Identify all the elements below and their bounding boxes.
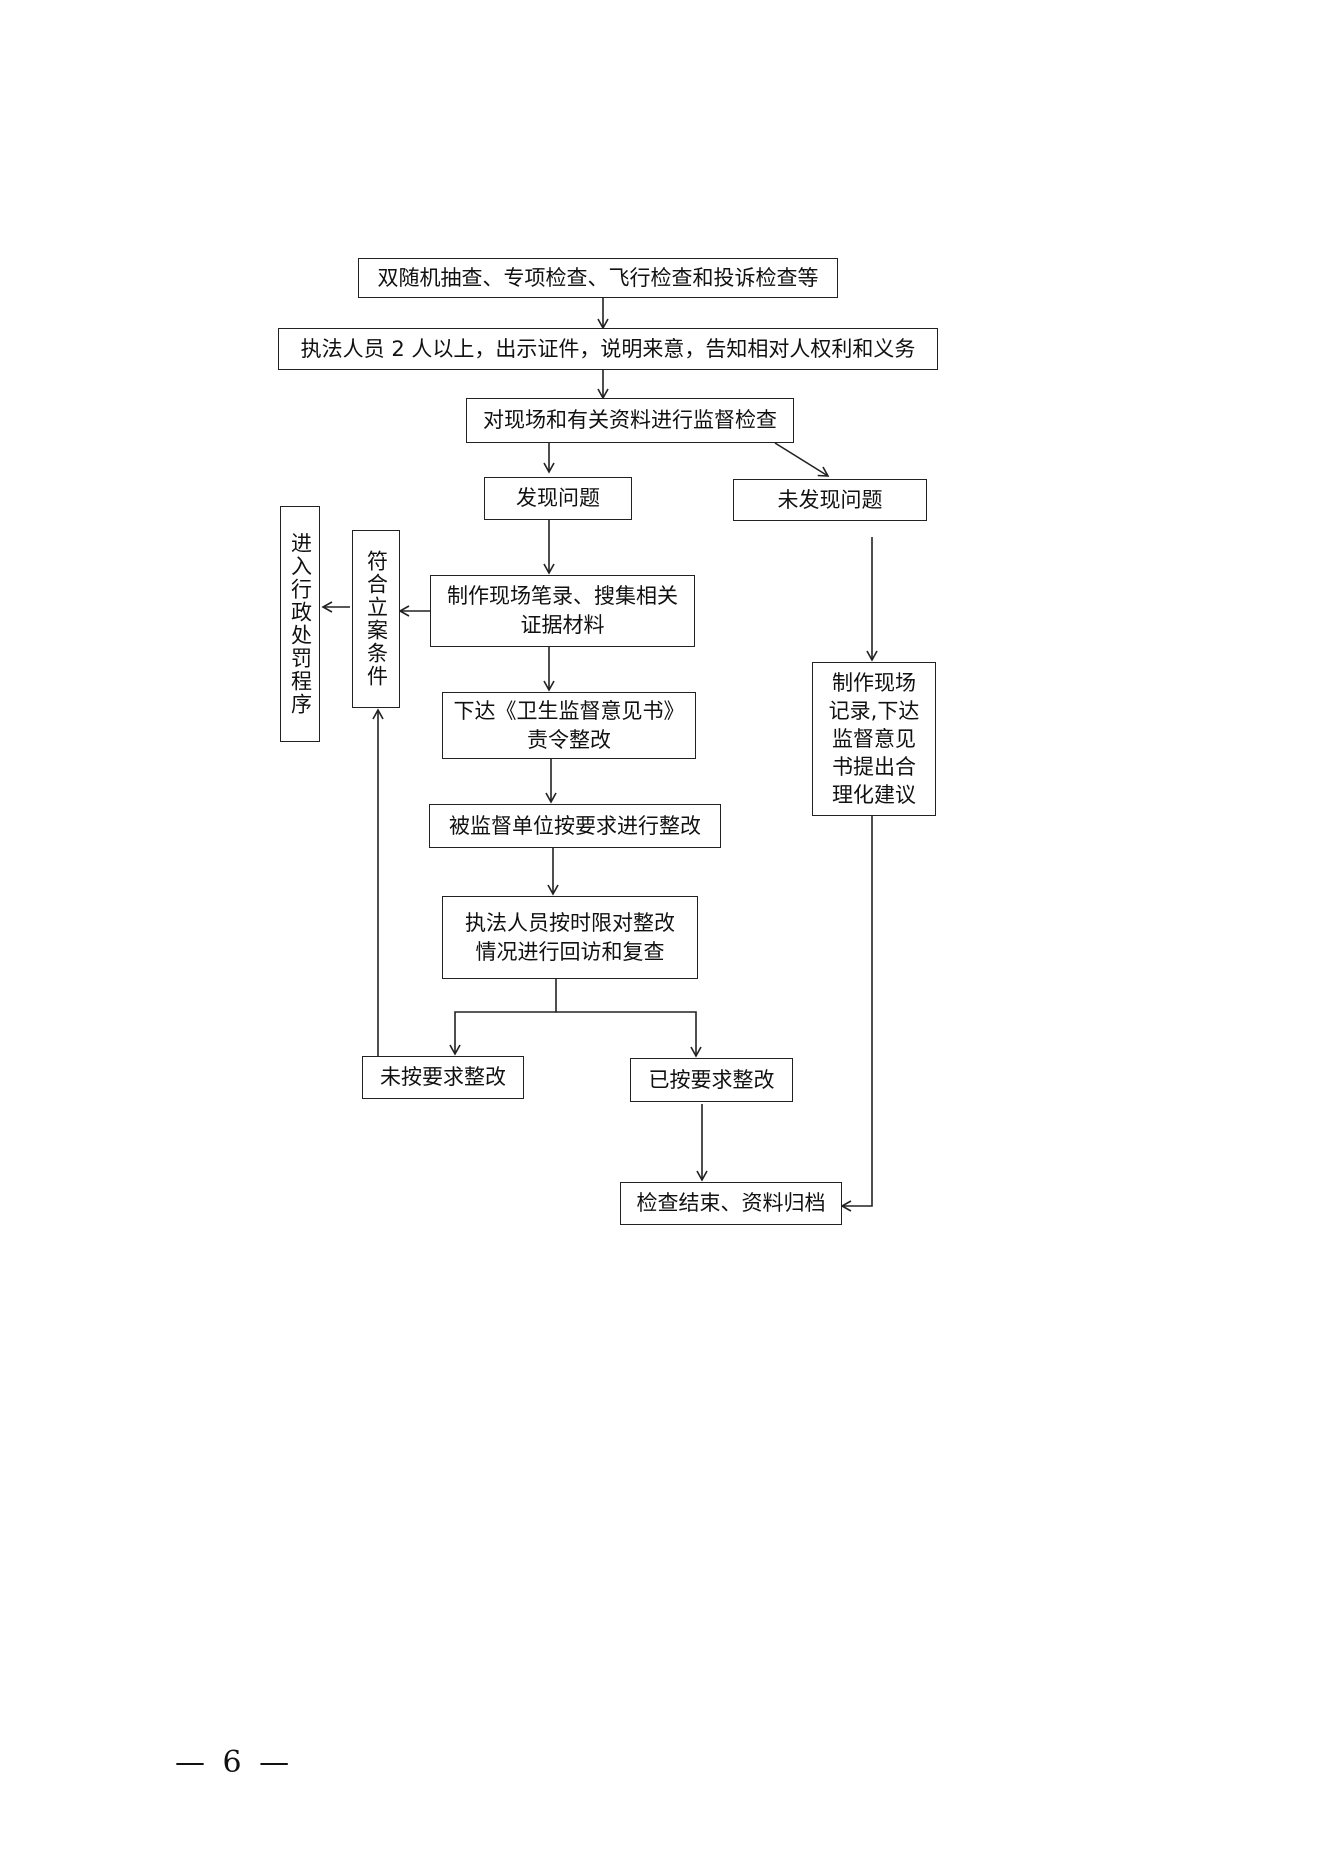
step-issue-found: 发现问题 bbox=[484, 477, 632, 520]
arrow-revisit-split bbox=[449, 979, 557, 1056]
step-no-issue: 未发现问题 bbox=[733, 479, 927, 521]
arrow-revisit-rectified bbox=[556, 1011, 702, 1058]
step-onsite-check: 对现场和有关资料进行监督检查 bbox=[466, 398, 794, 443]
step-revisit-review: 执法人员按时限对整改 情况进行回访和复查 bbox=[442, 896, 698, 979]
arrow-record2-end bbox=[840, 816, 873, 1212]
step-no-issue-record: 制作现场 记录,下达 监督意见 书提出合 理化建议 bbox=[812, 662, 936, 816]
step-penalty-procedure: 进入行政处罚程序 bbox=[280, 506, 320, 742]
step-record-evidence: 制作现场笔录、搜集相关 证据材料 bbox=[430, 575, 695, 647]
step-supervision-opinion: 下达《卫生监督意见书》 责令整改 bbox=[442, 692, 696, 759]
page-number: — 6 — bbox=[175, 1745, 294, 1780]
step-unit-rectify: 被监督单位按要求进行整改 bbox=[429, 804, 721, 848]
step-filing-conditions: 符合立案条件 bbox=[352, 530, 400, 708]
step-end-archive: 检查结束、资料归档 bbox=[620, 1182, 842, 1225]
step-officers-identify: 执法人员 2 人以上，出示证件，说明来意，告知相对人权利和义务 bbox=[278, 328, 938, 370]
arrow-n3-notfound bbox=[774, 442, 830, 477]
step-start-inspection: 双随机抽查、专项检查、飞行检查和投诉检查等 bbox=[358, 258, 838, 298]
step-rectified: 已按要求整改 bbox=[630, 1058, 793, 1102]
step-not-rectified: 未按要求整改 bbox=[362, 1056, 524, 1099]
